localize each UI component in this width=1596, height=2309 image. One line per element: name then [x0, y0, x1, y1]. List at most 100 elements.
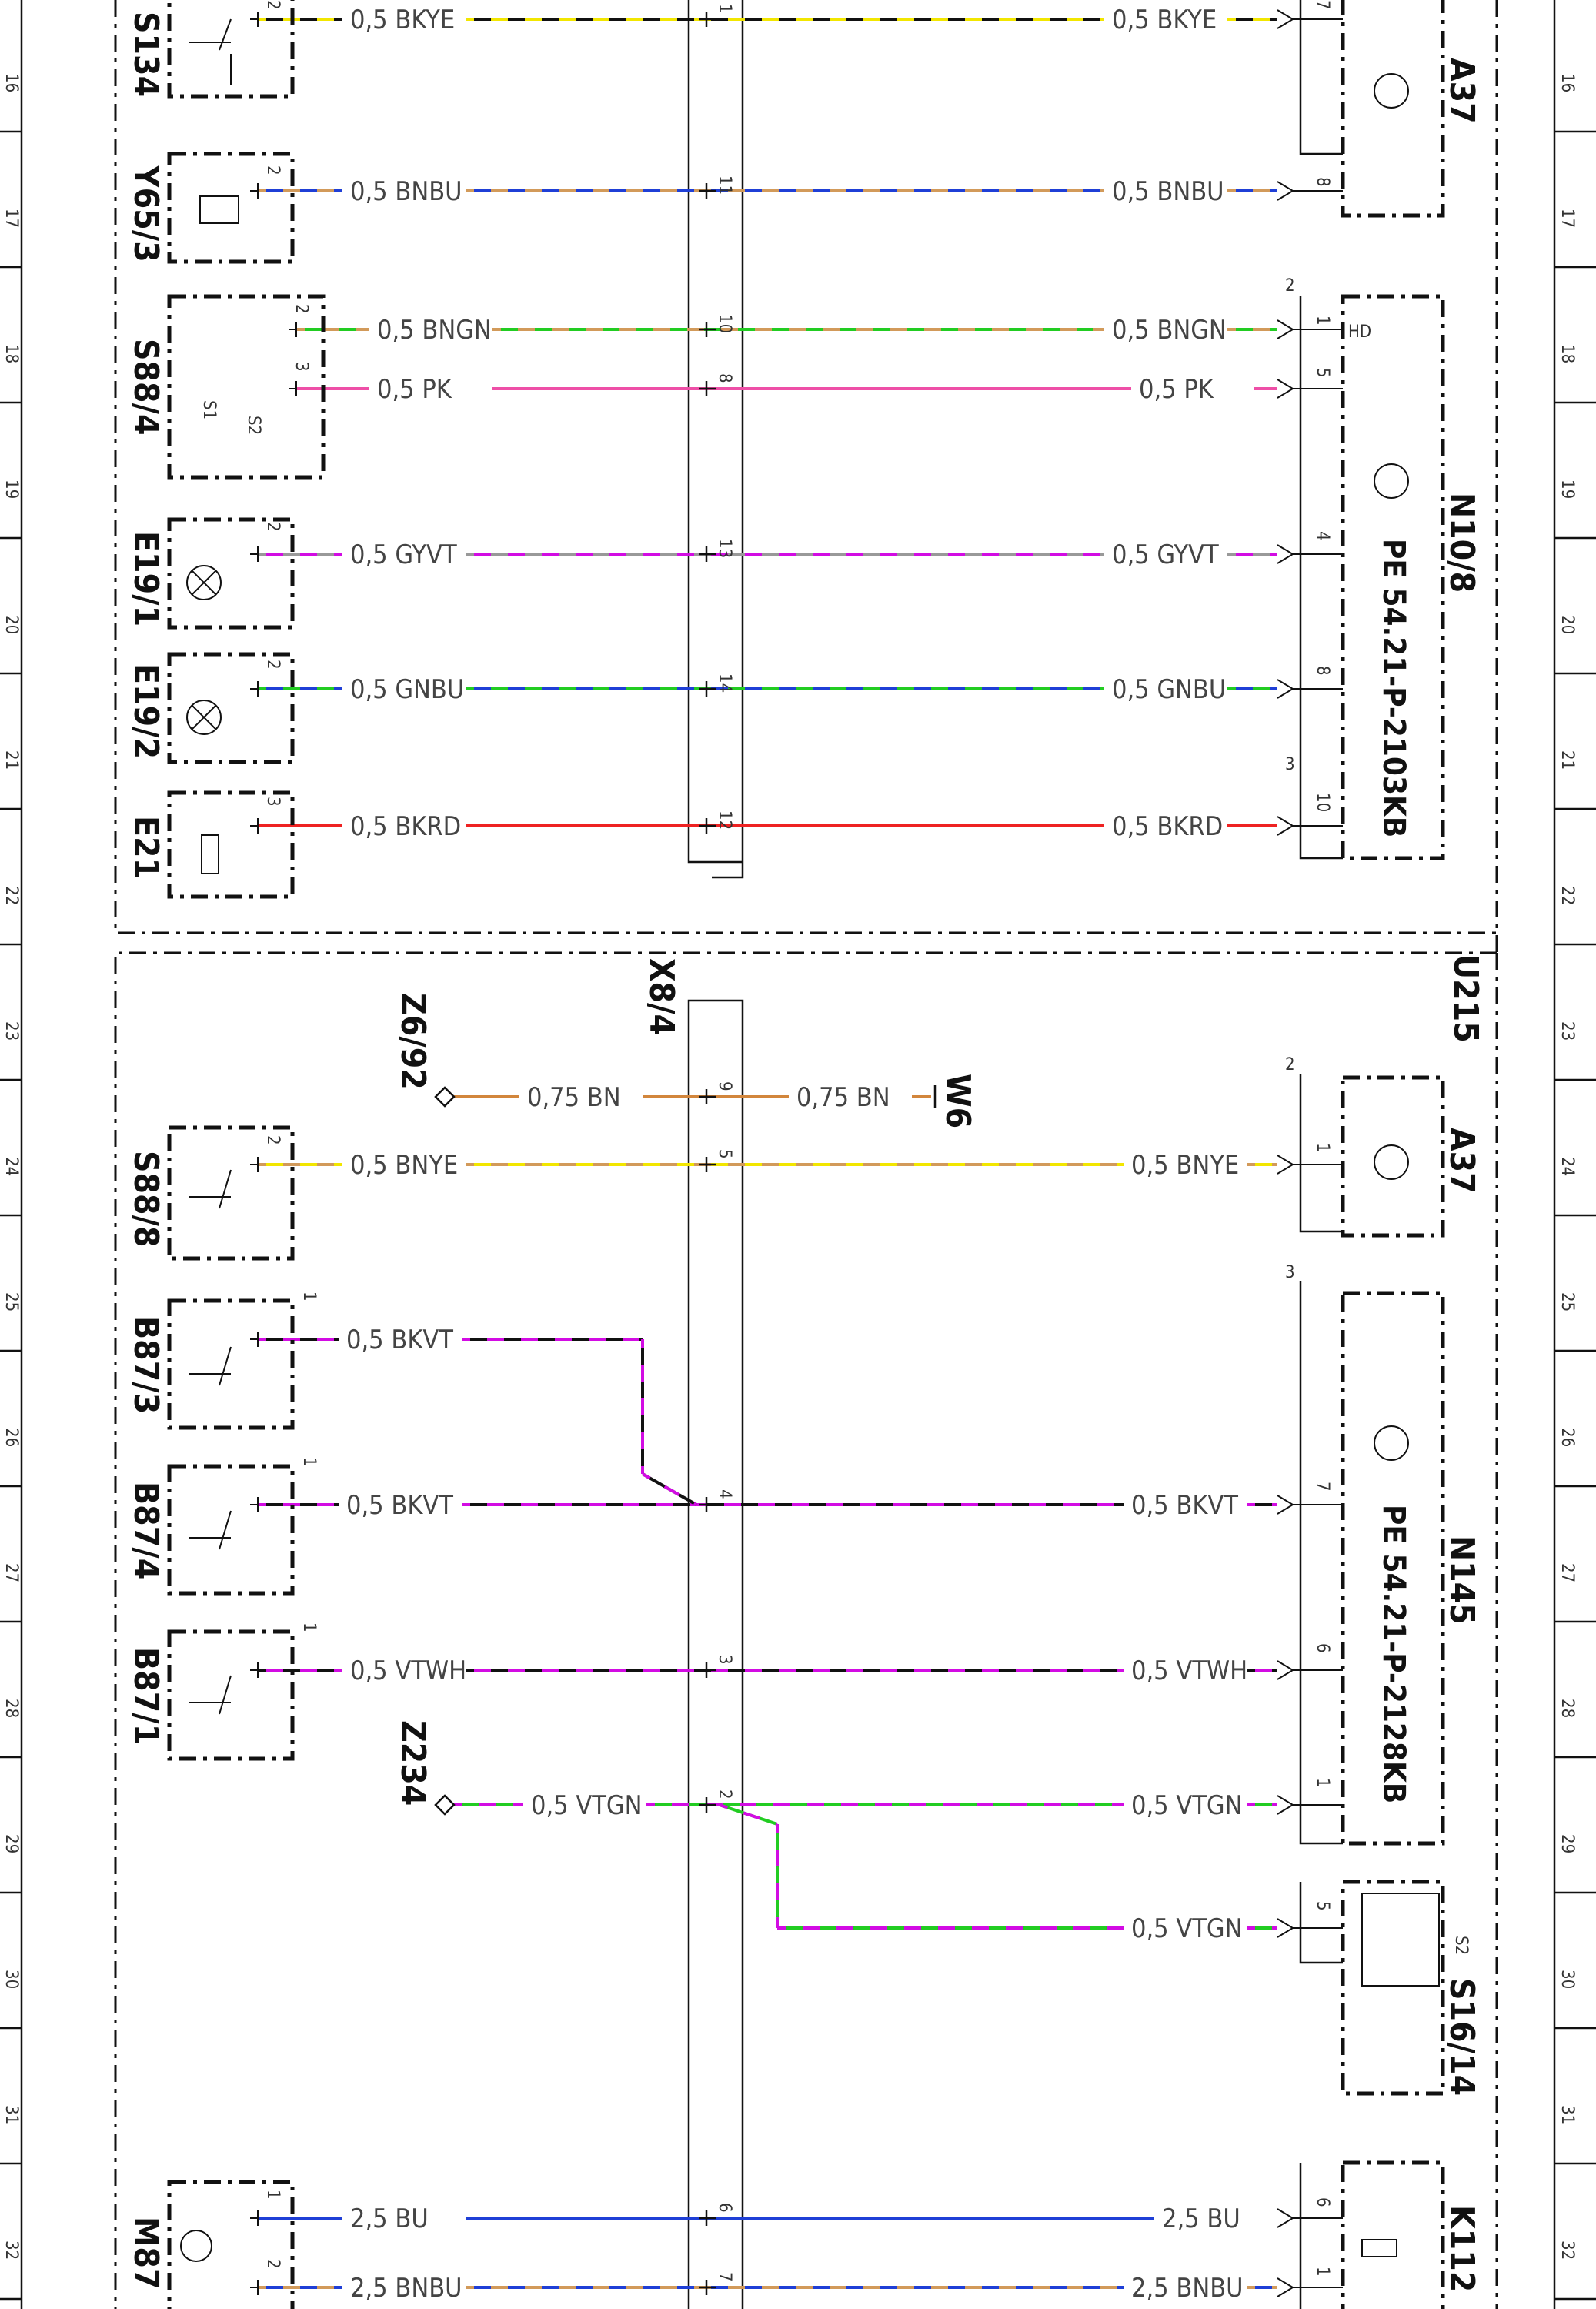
wire-terminal [1277, 1495, 1343, 1515]
wire-terminal [250, 1497, 259, 1512]
wire-label: 0,5 BKYE [1112, 5, 1217, 35]
svg-text:S1: S1 [199, 400, 219, 419]
splice-z6-92 [434, 1086, 456, 1108]
row-number: 24 [1558, 1157, 1577, 1176]
splice-points: Z6/92 Z234 W6 [393, 993, 977, 1816]
wire-terminal [1277, 1918, 1343, 1938]
left-components: S134 Y65/3 S88/4 S1 S2 E19/1 E19/2 E21 S… [126, 0, 326, 2309]
connector-x8-4: X8/4 [642, 0, 744, 2309]
motor-symbol [180, 2230, 212, 2262]
connector-pin: 2 [715, 1789, 734, 1799]
s88-8-box [167, 1125, 295, 1261]
e19-2-box [167, 652, 295, 764]
row-number: 23 [1558, 1021, 1577, 1041]
wire-terminal [250, 2210, 259, 2226]
switch-symbol [189, 1346, 232, 1386]
switch-symbol [1361, 1893, 1440, 1987]
u215-label: U215 [1446, 954, 1485, 1043]
wire-terminal [250, 681, 259, 697]
connector-pin: 13 [715, 539, 734, 558]
wire-terminal [1277, 679, 1343, 699]
wire-label: 0,5 GYVT [1112, 540, 1219, 570]
wire-terminal [250, 818, 259, 834]
wire-label: 0,5 GNBU [350, 674, 464, 705]
row-number: 28 [2, 1699, 21, 1718]
s16-14-box [1341, 1880, 1445, 2096]
n10-8-label: N10/8 [1442, 493, 1481, 593]
b87-3-label: B87/3 [126, 1316, 165, 1414]
wire-terminal [1277, 1795, 1343, 1815]
electronic-symbol [1374, 1144, 1409, 1180]
a37-lower-box [1341, 1075, 1445, 1238]
row-number: 27 [1558, 1563, 1577, 1582]
wire-terminal [289, 381, 297, 396]
connector-pin: 3 [715, 1655, 734, 1665]
wire-label: 2,5 BNBU [350, 2273, 462, 2304]
m87-box [167, 2180, 295, 2309]
relay-coil-symbol [1361, 2239, 1397, 2257]
row-number: 21 [2, 750, 21, 770]
row-number: 32 [2, 2240, 21, 2260]
s88-4-label: S88/4 [126, 339, 165, 436]
row-number: 29 [1558, 1834, 1577, 1853]
wire-terminal [250, 2280, 259, 2295]
electronic-symbol [1374, 463, 1409, 499]
svg-text:1: 1 [263, 2190, 282, 2200]
wire-label: 0,5 BNBU [1112, 176, 1224, 207]
a37-top-box [1341, 0, 1445, 218]
wire-terminal [1277, 181, 1343, 201]
row-number: 24 [2, 1157, 21, 1176]
s88-4-box [167, 294, 326, 480]
b87-4-label: B87/4 [126, 1482, 165, 1579]
wire-label: 0,5 BKVT [1131, 1490, 1238, 1521]
row-number: 16 [1558, 73, 1577, 92]
z234-label: Z234 [393, 1720, 432, 1806]
wire-label: 0,5 VTWH [1131, 1656, 1247, 1686]
wire-terminal [1277, 816, 1343, 836]
wire-label: 0,5 GNBU [1112, 674, 1226, 705]
wire-terminal [1277, 544, 1343, 564]
svg-text:10: 10 [1313, 793, 1332, 812]
svg-text:7: 7 [1313, 0, 1332, 10]
e21-label: E21 [126, 816, 165, 879]
row-number: 22 [1558, 886, 1577, 905]
wire-terminal [1277, 2277, 1343, 2297]
n10-8-box [1341, 294, 1445, 860]
k112-box [1341, 2160, 1445, 2309]
b87-4-box [167, 1464, 295, 1596]
e19-2-label: E19/2 [126, 663, 165, 759]
e19-1-box [167, 517, 295, 630]
electronic-symbol [1374, 1425, 1409, 1461]
wire-label: 0,5 BKYE [350, 5, 455, 35]
electronic-symbol [1374, 73, 1409, 109]
connector-pin: 4 [715, 1489, 734, 1499]
wire-label: 2,5 BNBU [1131, 2273, 1244, 2304]
wire-terminal [1277, 2208, 1343, 2228]
wire-terminal [1277, 319, 1343, 339]
svg-text:8: 8 [1313, 177, 1332, 187]
m87-label: M87 [126, 2217, 165, 2290]
wire-label: 0,5 BKRD [350, 811, 461, 842]
wire-terminal [250, 183, 259, 199]
svg-text:1: 1 [299, 1457, 319, 1467]
wire-terminal [250, 12, 259, 27]
switch-symbol [189, 1169, 232, 1209]
k112-label: K112 [1442, 2205, 1481, 2292]
wire-label: 0,5 BNYE [350, 1150, 458, 1181]
svg-text:2: 2 [1285, 1055, 1295, 1074]
wire-label: 0,5 BNGN [1112, 315, 1227, 346]
svg-text:2: 2 [263, 165, 282, 175]
svg-text:1: 1 [1313, 1778, 1332, 1788]
connector-pin: 12 [715, 810, 734, 830]
row-number: 29 [2, 1834, 21, 1853]
switch-symbol [189, 18, 232, 85]
row-number: 32 [1558, 2240, 1577, 2260]
s134-box [167, 0, 295, 99]
svg-text:4: 4 [1313, 531, 1332, 541]
connector-pin: 14 [715, 673, 734, 693]
wire-terminal [250, 1332, 259, 1347]
svg-text:8: 8 [1313, 666, 1332, 676]
wire-terminal [1277, 1660, 1343, 1680]
row-number: 25 [1558, 1292, 1577, 1312]
